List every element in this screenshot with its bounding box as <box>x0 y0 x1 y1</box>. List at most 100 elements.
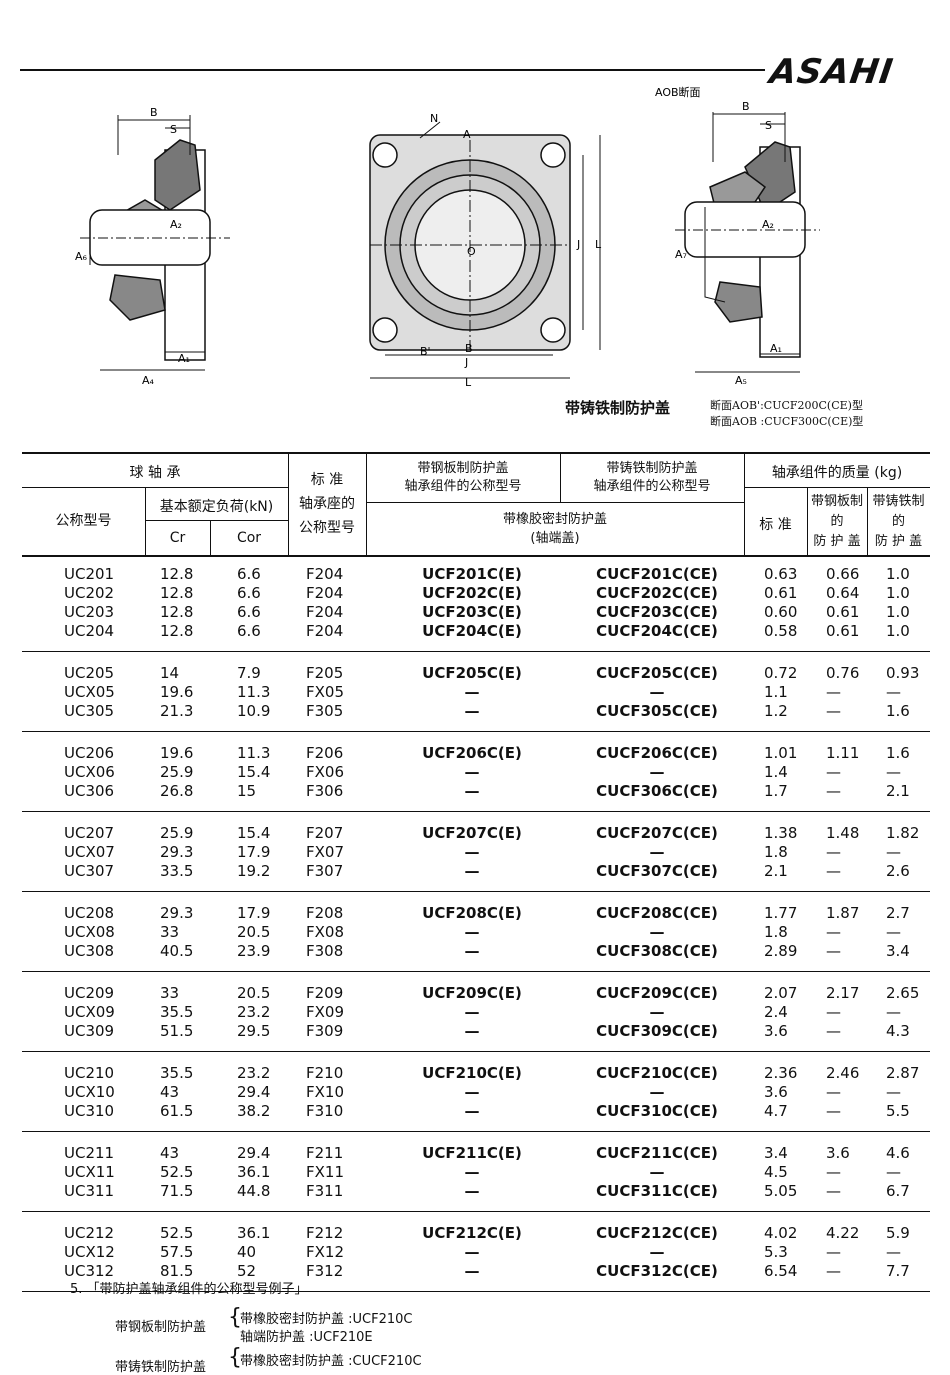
cell-steel: UCF201C(E) <box>422 565 522 583</box>
cell-w_steel: — <box>826 1182 841 1200</box>
cell-cor: 11.3 <box>237 683 271 701</box>
cell-cr: 52.5 <box>160 1163 194 1181</box>
cell-cr: 19.6 <box>160 683 194 701</box>
cell-model: UC310 <box>64 1102 115 1120</box>
dim-b-right: B <box>742 100 750 113</box>
cell-model: UC211 <box>64 1144 115 1162</box>
cell-iron: CUCF311C(CE) <box>596 1182 718 1200</box>
cell-steel: — <box>464 763 480 781</box>
cell-iron: CUCF310C(CE) <box>596 1102 718 1120</box>
example-iron-rubber: 带橡胶密封防护盖 :CUCF210C <box>240 1354 422 1369</box>
cell-w_steel: — <box>826 1243 841 1261</box>
cell-steel: — <box>464 862 480 880</box>
header-mass-standard: 标 准 <box>759 517 792 533</box>
cell-w_iron: 1.6 <box>886 702 910 720</box>
cell-w_steel: — <box>826 923 841 941</box>
cell-w_std: 1.2 <box>764 702 788 720</box>
cell-w_iron: 7.7 <box>886 1262 910 1280</box>
brace-steel: { <box>228 1305 242 1330</box>
cell-w_steel: — <box>826 1083 841 1101</box>
cell-housing: FX09 <box>306 1003 344 1021</box>
cell-model: UCX06 <box>64 763 115 781</box>
table-header: 球 轴 承 公称型号 基本额定负荷(kN) Cr Cor 标 准 轴承座的 公称… <box>22 452 930 557</box>
cell-housing: F211 <box>306 1144 344 1162</box>
cell-w_steel: 0.61 <box>826 603 860 621</box>
cell-w_std: 1.77 <box>764 904 798 922</box>
dim-s-right: S <box>765 119 772 132</box>
header-ball-bearing: 球 轴 承 <box>129 465 181 481</box>
cell-housing: F204 <box>306 603 344 621</box>
cell-w_std: 0.61 <box>764 584 798 602</box>
cell-cor: 36.1 <box>237 1163 271 1181</box>
cell-model: UC207 <box>64 824 115 842</box>
cell-w_steel: 0.64 <box>826 584 860 602</box>
cell-cor: 10.9 <box>237 702 271 720</box>
cell-cor: 20.5 <box>237 923 271 941</box>
dim-j-horizontal: J <box>464 356 468 369</box>
cell-cr: 19.6 <box>160 744 194 762</box>
cell-w_iron: 6.7 <box>886 1182 910 1200</box>
cell-cor: 17.9 <box>237 843 271 861</box>
cell-steel: — <box>464 843 480 861</box>
header-rule <box>20 69 765 71</box>
cell-steel: — <box>464 683 480 701</box>
cell-steel: — <box>464 1003 480 1021</box>
cell-cor: 52 <box>237 1262 257 1280</box>
section-note-2: 断面AOB :CUCF300C(CE)型 <box>710 415 864 428</box>
cell-cr: 51.5 <box>160 1022 194 1040</box>
cell-model: UCX09 <box>64 1003 115 1021</box>
cell-model: UC204 <box>64 622 115 640</box>
cell-cr: 33 <box>160 923 180 941</box>
cell-iron: CUCF209C(CE) <box>596 984 718 1002</box>
cell-cr: 12.8 <box>160 603 194 621</box>
dim-b-center: B <box>465 342 473 355</box>
cell-w_iron: — <box>886 763 901 781</box>
section-aob-label: AOB断面 <box>655 85 701 99</box>
cell-w_std: 1.8 <box>764 923 788 941</box>
cell-w_iron: — <box>886 683 901 701</box>
cell-steel: — <box>464 1243 480 1261</box>
cell-cor: 38.2 <box>237 1102 271 1120</box>
cell-cr: 71.5 <box>160 1182 194 1200</box>
cell-w_std: 1.1 <box>764 683 788 701</box>
cell-model: UC203 <box>64 603 115 621</box>
cell-model: UC201 <box>64 565 115 583</box>
header-mass-steel: 带钢板制 的 防 护 盖 <box>810 494 863 549</box>
cell-w_iron: 1.0 <box>886 565 910 583</box>
cell-iron: CUCF208C(CE) <box>596 904 718 922</box>
cell-model: UCX08 <box>64 923 115 941</box>
cell-cor: 7.9 <box>237 664 261 682</box>
cell-cr: 29.3 <box>160 843 194 861</box>
cell-w_std: 3.6 <box>764 1083 788 1101</box>
cell-w_steel: — <box>826 862 841 880</box>
cell-steel: UCF209C(E) <box>422 984 522 1002</box>
cell-housing: F209 <box>306 984 344 1002</box>
cell-housing: FX08 <box>306 923 344 941</box>
cell-iron: CUCF212C(CE) <box>596 1224 718 1242</box>
cell-w_std: 0.63 <box>764 565 798 583</box>
cell-w_iron: — <box>886 1243 901 1261</box>
cell-model: UC212 <box>64 1224 115 1242</box>
cell-w_steel: 1.87 <box>826 904 860 922</box>
cell-w_std: 2.4 <box>764 1003 788 1021</box>
cell-w_std: 6.54 <box>764 1262 798 1280</box>
cell-w_std: 2.07 <box>764 984 798 1002</box>
dim-s-left: S <box>170 123 177 136</box>
cell-iron: — <box>649 763 665 781</box>
cell-housing: FX12 <box>306 1243 344 1261</box>
dim-a5-right: A₅ <box>735 374 747 387</box>
cell-steel: UCF204C(E) <box>422 622 522 640</box>
cell-w_iron: — <box>886 1163 901 1181</box>
cell-w_iron: 2.1 <box>886 782 910 800</box>
